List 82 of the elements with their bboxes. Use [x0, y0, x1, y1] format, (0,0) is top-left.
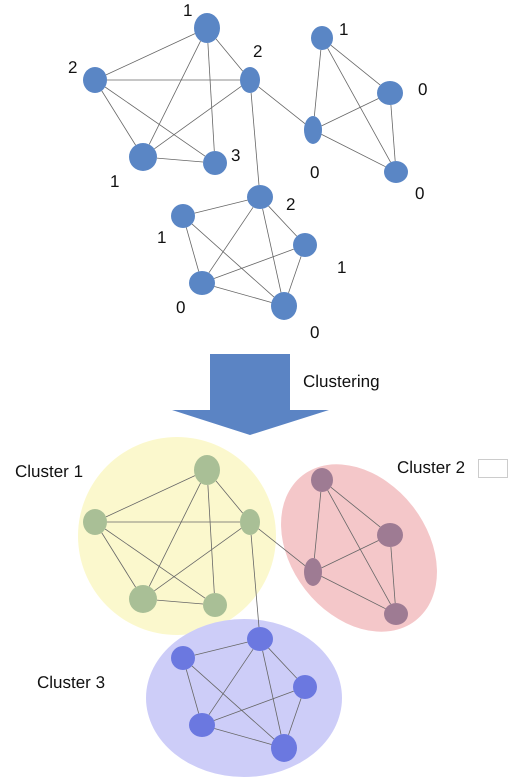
graph-edge	[321, 540, 379, 568]
graph-edge	[214, 728, 272, 745]
graph-edge	[154, 86, 242, 150]
graph-node	[129, 143, 157, 171]
node-score: 3	[231, 146, 240, 166]
graph-edge	[207, 484, 215, 594]
graph-node	[240, 67, 260, 93]
graph-node	[377, 81, 403, 105]
graph-edge	[186, 669, 200, 714]
graph-edge	[321, 576, 386, 610]
graph-node	[311, 26, 333, 50]
node-score: 1	[110, 172, 120, 192]
graph-edge	[208, 206, 254, 274]
node-score: 0	[418, 80, 428, 100]
node-score: 1	[337, 258, 346, 278]
graph-edge	[104, 86, 206, 157]
graph-edge	[192, 224, 274, 298]
node-score: 0	[415, 184, 424, 204]
graph-edge	[214, 248, 294, 279]
graph-edge	[390, 104, 396, 162]
graph-edge	[250, 92, 260, 186]
graph-edge	[101, 90, 136, 146]
graph-node	[304, 116, 322, 144]
graph-edge	[207, 42, 215, 152]
graph-edge	[154, 528, 242, 592]
graph-node	[203, 151, 227, 175]
graph-edge	[216, 38, 244, 72]
graph-edge	[321, 98, 379, 126]
graph-edge	[216, 480, 244, 514]
graph-edge	[214, 286, 272, 303]
graph-edge	[390, 546, 396, 604]
graph-edge	[258, 528, 306, 566]
graph-edge	[106, 33, 196, 76]
graph-edge	[327, 48, 391, 163]
graph-edge	[192, 666, 274, 740]
graph-node	[384, 161, 408, 183]
graph-edge	[330, 486, 381, 528]
graph-edge	[214, 690, 294, 721]
node-score: 0	[176, 298, 186, 318]
graph-edge	[321, 134, 386, 168]
graph-edge	[106, 475, 196, 518]
graph-edge	[327, 490, 391, 605]
node-score: 1	[157, 228, 166, 248]
graph-node	[189, 271, 215, 295]
node-score: 2	[286, 195, 296, 215]
node-score: 2	[68, 58, 78, 78]
graph-edge	[258, 86, 306, 124]
graph-node	[293, 233, 317, 257]
graph-edge	[314, 492, 322, 559]
graph-edge	[104, 528, 206, 599]
graph-edge	[148, 482, 201, 587]
graph-node	[247, 185, 273, 209]
cluster-label: Cluster 1	[15, 462, 84, 482]
graph-node	[194, 13, 220, 43]
graph-edge	[288, 698, 302, 736]
graph-node	[171, 204, 195, 228]
graph-edge	[148, 40, 201, 145]
graph-edge	[330, 44, 381, 86]
graph-edge	[186, 227, 200, 272]
node-score: 1	[339, 20, 348, 40]
graph-edge	[288, 256, 302, 294]
graph-edge	[262, 208, 282, 293]
cluster-label: Cluster 2	[397, 458, 466, 478]
graph-edge	[250, 534, 260, 628]
graph-edge	[194, 200, 248, 214]
graph-edge	[156, 158, 204, 162]
node-score: 0	[310, 323, 320, 343]
node-score: 1	[183, 1, 192, 21]
graph-edge	[194, 642, 248, 656]
graph-edge	[268, 206, 298, 237]
graph-edge	[268, 648, 298, 679]
graph-edge	[262, 650, 282, 735]
graph-node	[271, 292, 297, 320]
cluster-label: Cluster 3	[37, 673, 106, 693]
node-score: 0	[310, 163, 320, 183]
graph-edge	[156, 600, 204, 604]
graph-edge	[314, 50, 322, 117]
graph-edge	[208, 648, 254, 716]
node-score: 2	[253, 42, 262, 62]
graph-node	[83, 67, 107, 93]
graph-edge	[101, 532, 136, 588]
arrow-label: Clustering	[303, 372, 380, 392]
